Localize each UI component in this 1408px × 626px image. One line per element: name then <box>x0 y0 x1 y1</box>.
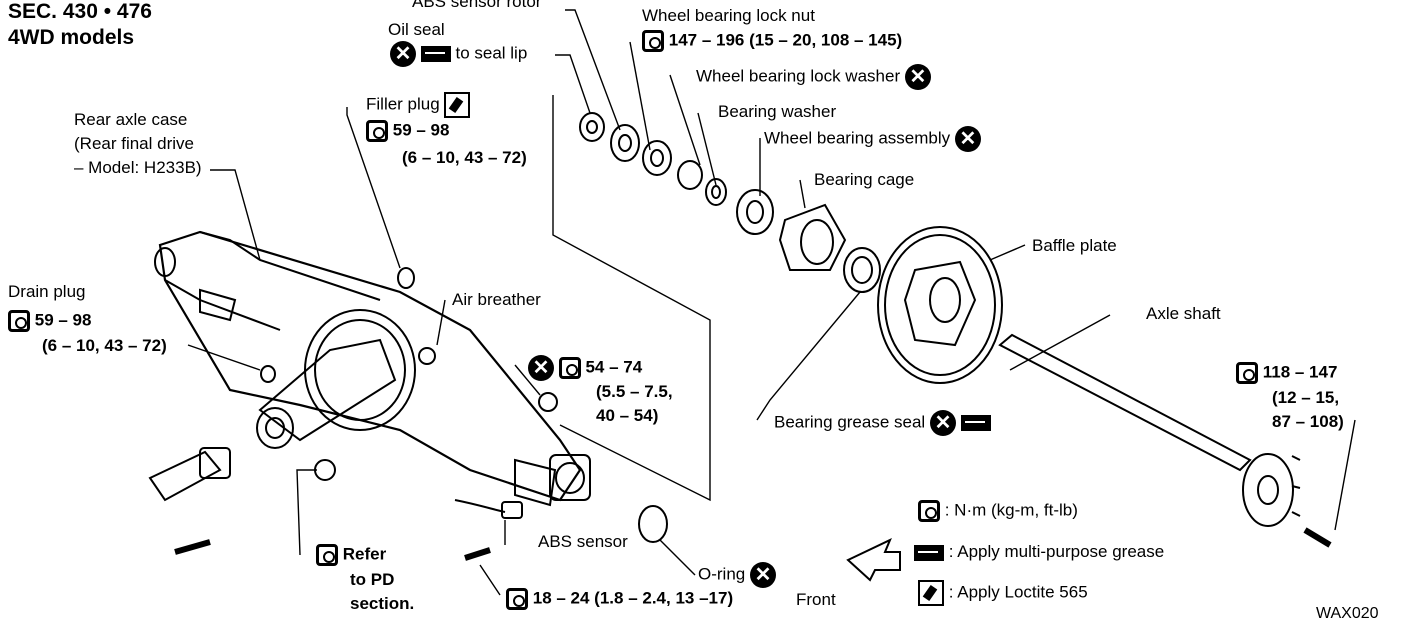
front-label: Front <box>796 590 836 609</box>
propeller-shaft-drawing <box>148 447 231 502</box>
axle-torque: 118 – 147 <box>1236 362 1337 384</box>
section-number: SEC. 430 • 476 <box>8 0 152 23</box>
grease-icon <box>960 415 991 431</box>
filler-torque-value: 59 – 98 <box>392 120 450 140</box>
drain-torque-2: (6 – 10, 43 – 72) <box>42 336 167 355</box>
to-seal-lip-label: to seal lip <box>455 43 528 63</box>
bearing-cage-label: Bearing cage <box>814 170 915 189</box>
abs-sensor-label: ABS sensor <box>538 532 628 551</box>
abs-rotor-label: ABS sensor rotor <box>412 0 542 11</box>
filler-torque-2: (6 – 10, 43 – 72) <box>402 148 527 167</box>
refer-text-1: Refer <box>342 544 387 564</box>
drain-torque-value: 59 – 98 <box>34 310 92 330</box>
axle-torque-value: 118 – 147 <box>1262 362 1338 382</box>
lock-nut-label: Wheel bearing lock nut <box>642 6 815 25</box>
baffle-plate-drawing <box>877 226 1003 384</box>
figure-code: WAX020 <box>1316 605 1379 622</box>
nut-torque: ✕ 54 – 74 <box>528 355 642 381</box>
torque-icon <box>366 120 388 142</box>
rear-axle-label-1: Rear axle case <box>74 110 188 129</box>
oil-seal-label: Oil seal <box>388 20 445 39</box>
leader-lines <box>187 9 1356 596</box>
o-ring-text: O-ring <box>698 564 746 584</box>
replace-icon: ✕ <box>929 410 956 436</box>
lock-nut-torque-value: 147 – 196 (15 – 20, 108 – 145) <box>668 30 903 50</box>
bearing-washer-label: Bearing washer <box>718 102 837 121</box>
bearing-assembly-label: Wheel bearing assembly ✕ <box>764 126 981 152</box>
legend-torque-text: : N·m (kg-m, ft-lb) <box>944 500 1078 520</box>
torque-icon <box>642 30 664 52</box>
refer-text-3: section. <box>350 594 415 613</box>
replace-icon: ✕ <box>390 41 416 67</box>
lock-washer-text: Wheel bearing lock washer <box>696 66 901 86</box>
abs-torque-value: 18 – 24 (1.8 – 2.4, 13 –17) <box>532 588 734 608</box>
nut-torque-3: 40 – 54) <box>596 406 659 425</box>
hub-components-drawing <box>579 112 881 293</box>
axle-torque-2: (12 – 15, <box>1272 388 1340 407</box>
replace-icon: ✕ <box>904 64 931 90</box>
replace-icon: ✕ <box>954 126 981 152</box>
refer-text-2: to PD <box>350 570 395 589</box>
axle-shaft-drawing <box>998 333 1332 548</box>
loctite-icon <box>918 580 944 606</box>
loctite-icon <box>444 92 471 118</box>
grease-icon <box>914 544 944 561</box>
legend-torque: : N·m (kg-m, ft-lb) <box>918 500 1078 522</box>
lock-nut-torque: 147 – 196 (15 – 20, 108 – 145) <box>642 30 902 52</box>
torque-icon <box>316 544 338 566</box>
grease-seal-label: Bearing grease seal ✕ <box>774 410 991 436</box>
drain-plug-label: Drain plug <box>8 282 86 301</box>
axle-torque-3: 87 – 108) <box>1272 412 1344 431</box>
rear-axle-case-drawing <box>154 230 591 507</box>
axle-shaft-label: Axle shaft <box>1146 304 1221 323</box>
abs-torque: 18 – 24 (1.8 – 2.4, 13 –17) <box>506 588 733 610</box>
front-arrow <box>846 537 901 582</box>
torque-icon <box>558 357 581 379</box>
lock-washer-label: Wheel bearing lock washer ✕ <box>696 64 931 90</box>
legend-loctite-text: : Apply Loctite 565 <box>948 582 1088 602</box>
filler-plug-label: Filler plug <box>366 92 471 118</box>
o-ring-label: O-ring ✕ <box>698 562 776 588</box>
oil-seal-notes: ✕ to seal lip <box>390 41 527 67</box>
legend-loctite: : Apply Loctite 565 <box>918 580 1088 606</box>
models-title: 4WD models <box>8 26 135 49</box>
air-breather-label: Air breather <box>452 290 541 309</box>
filler-plug-text: Filler plug <box>366 94 440 114</box>
grease-icon <box>420 46 451 62</box>
refer-pd: Refer <box>316 544 386 566</box>
plugs-and-nuts-drawing <box>174 267 668 561</box>
grease-seal-text: Bearing grease seal <box>774 412 926 432</box>
torque-icon <box>8 310 30 332</box>
replace-icon: ✕ <box>528 355 554 381</box>
torque-icon <box>918 500 940 522</box>
filler-torque: 59 – 98 <box>366 120 449 142</box>
bearing-assembly-text: Wheel bearing assembly <box>764 128 951 148</box>
torque-icon <box>506 588 528 610</box>
drain-torque: 59 – 98 <box>8 310 91 332</box>
torque-icon <box>1236 362 1258 384</box>
nut-torque-2: (5.5 – 7.5, <box>596 382 673 401</box>
legend-grease: : Apply multi-purpose grease <box>914 542 1164 562</box>
nut-torque-value: 54 – 74 <box>585 357 643 377</box>
baffle-plate-label: Baffle plate <box>1032 236 1117 255</box>
legend-grease-text: : Apply multi-purpose grease <box>948 542 1165 561</box>
replace-icon: ✕ <box>749 562 776 588</box>
rear-axle-label-3: – Model: H233B) <box>74 158 202 177</box>
rear-axle-label-2: (Rear final drive <box>74 134 194 153</box>
